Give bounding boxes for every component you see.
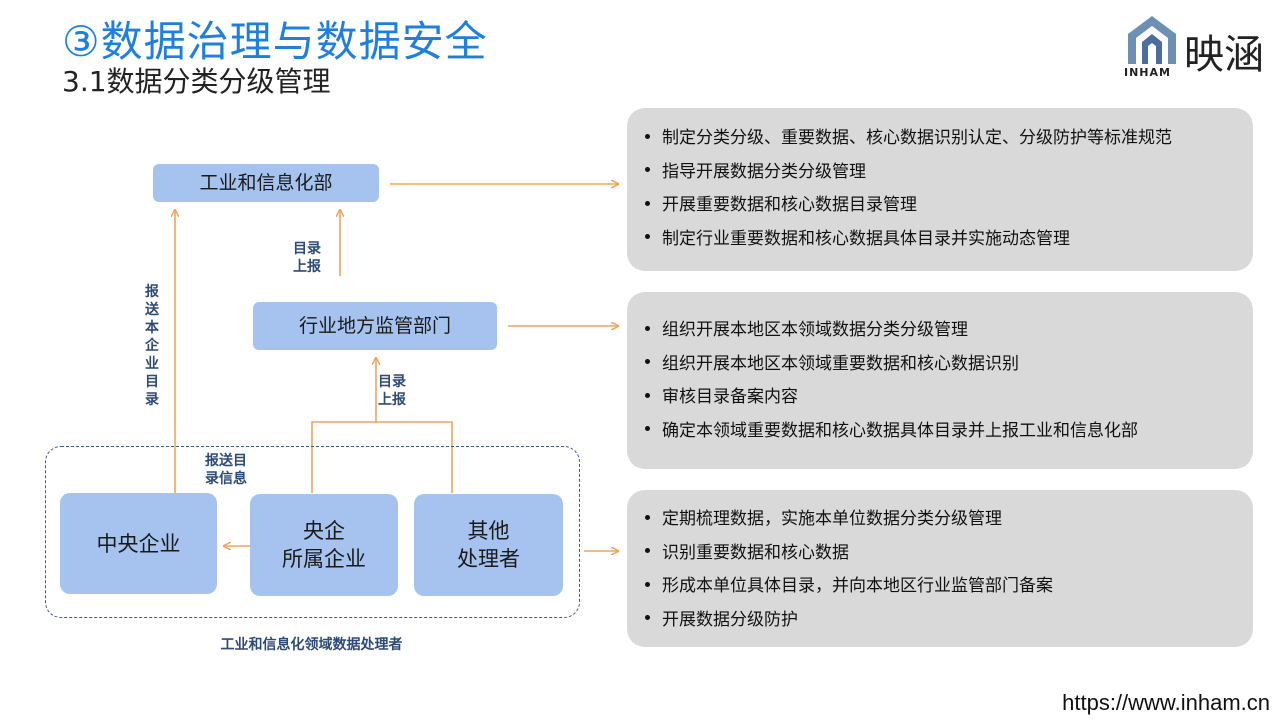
node-others: 其他 处理者 — [414, 494, 563, 596]
brand-logo: 映涵 INHAM — [1124, 12, 1274, 82]
footer-url: https://www.inham.cn — [1062, 690, 1270, 715]
list-item: 制定行业重要数据和核心数据具体目录并实施动态管理 — [645, 223, 1172, 257]
edge-label-catalog-report-mid: 目录 上报 — [378, 374, 406, 408]
logo-mark-icon — [1128, 16, 1176, 64]
edge-label-submit-info: 报送目 录信息 — [205, 453, 247, 487]
list-item: 识别重要数据和核心数据 — [645, 537, 1053, 571]
logo-text-en: INHAM — [1124, 66, 1171, 79]
list-item: 审核目录备案内容 — [645, 381, 1138, 415]
list-item: 确定本领域重要数据和核心数据具体目录并上报工业和信息化部 — [645, 415, 1138, 449]
edge-label-catalog-report-top: 目录 上报 — [293, 241, 321, 275]
list-item: 开展重要数据和核心数据目录管理 — [645, 189, 1172, 223]
node-subsidiary-label: 央企 所属企业 — [282, 519, 366, 571]
processor-group — [45, 446, 580, 618]
panel-processors-list: 定期梳理数据，实施本单位数据分类分级管理 识别重要数据和核心数据 形成本单位具体… — [645, 503, 1053, 637]
responsibility-panel-processors: 定期梳理数据，实施本单位数据分类分级管理 识别重要数据和核心数据 形成本单位具体… — [627, 490, 1253, 647]
logo-text-cn: 映涵 — [1184, 32, 1264, 78]
page-title: ③数据治理与数据安全 — [62, 17, 488, 66]
list-item: 形成本单位具体目录，并向本地区行业监管部门备案 — [645, 570, 1053, 604]
node-regulator-label: 行业地方监管部门 — [298, 315, 451, 337]
list-item: 定期梳理数据，实施本单位数据分类分级管理 — [645, 503, 1053, 537]
list-item: 制定分类分级、重要数据、核心数据识别认定、分级防护等标准规范 — [645, 122, 1172, 156]
node-others-label: 其他 处理者 — [457, 519, 520, 571]
node-central-label: 中央企业 — [96, 531, 181, 556]
panel-regulator-list: 组织开展本地区本领域数据分类分级管理 组织开展本地区本领域重要数据和核心数据识别… — [645, 314, 1138, 448]
panel-miit-list: 制定分类分级、重要数据、核心数据识别认定、分级防护等标准规范 指导开展数据分类分… — [645, 122, 1172, 256]
responsibility-panel-regulator: 组织开展本地区本领域数据分类分级管理 组织开展本地区本领域重要数据和核心数据识别… — [627, 292, 1253, 469]
responsibility-panel-miit: 制定分类分级、重要数据、核心数据识别认定、分级防护等标准规范 指导开展数据分类分… — [627, 108, 1253, 271]
edge-label-submit-catalog: 报 送 本 企 业 目 录 — [145, 284, 159, 408]
list-item: 开展数据分级防护 — [645, 604, 1053, 638]
page-subtitle: 3.1数据分类分级管理 — [62, 65, 331, 98]
node-central: 中央企业 — [60, 493, 217, 594]
list-item: 组织开展本地区本领域数据分类分级管理 — [645, 314, 1138, 348]
node-subsidiary: 央企 所属企业 — [250, 494, 398, 596]
node-regulator: 行业地方监管部门 — [253, 302, 497, 350]
list-item: 指导开展数据分类分级管理 — [645, 156, 1172, 190]
node-miit: 工业和信息化部 — [153, 164, 379, 202]
group-label: 工业和信息化领域数据处理者 — [220, 637, 403, 653]
node-miit-label: 工业和信息化部 — [199, 172, 333, 194]
connector-processors-merge — [311, 421, 453, 493]
list-item: 组织开展本地区本领域重要数据和核心数据识别 — [645, 348, 1138, 382]
